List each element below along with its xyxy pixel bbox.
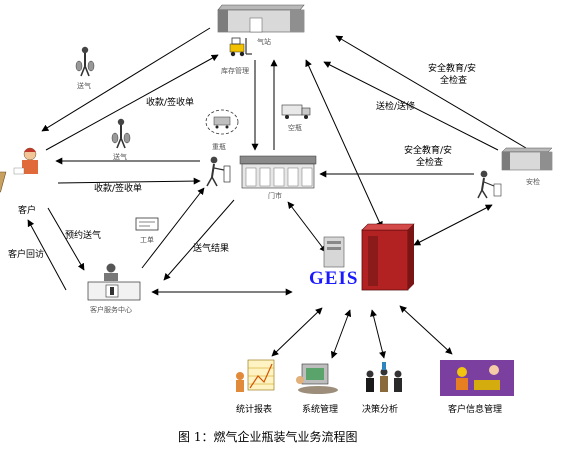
arrow-service-to-customer <box>27 219 67 291</box>
deliver-gas-mid-label: 送气 <box>113 153 127 161</box>
arrow-customer-to-delivery <box>57 177 201 185</box>
arrow-safety-to-station-mid <box>323 61 499 151</box>
safety-check-label: 安检 <box>526 178 540 186</box>
store-label: 门市 <box>268 192 282 200</box>
work-order-icon <box>135 217 159 231</box>
stats-report-label: 统计报表 <box>236 405 273 415</box>
work-order-label: 工单 <box>140 236 154 244</box>
forklift-icon <box>229 37 252 57</box>
heavy-bottles-label: 重瓶 <box>212 143 226 151</box>
arrow-safety-geis <box>413 204 493 246</box>
system-mgmt-icon <box>296 363 338 394</box>
safety-edu-top-line2: 全检查 <box>440 76 468 86</box>
truck-icon <box>281 104 311 119</box>
decision-analysis-icon <box>366 362 402 392</box>
customer-info-mgmt-icon <box>440 360 514 396</box>
server-icon <box>323 223 415 291</box>
connectors <box>27 27 527 359</box>
geis-label: GEIS <box>309 268 359 289</box>
arrow-service-to-delivery <box>141 187 205 269</box>
customer-callback-label: 客户回访 <box>8 250 45 260</box>
inventory-label: 库存管理 <box>221 67 249 75</box>
arrow-geis-stats <box>271 307 323 357</box>
bottle-cycle-icon <box>205 109 239 135</box>
safety-edu-mid-line2: 全检查 <box>416 158 444 168</box>
customer-icon <box>0 147 38 193</box>
customer-info-mgmt-label: 客户信息管理 <box>448 405 503 415</box>
safety-edu-mid-line1: 安全教育/安 <box>404 146 453 156</box>
store-icon <box>239 155 317 189</box>
arrow-geis-decision <box>370 309 386 359</box>
payment-receipt-top-label: 收款/签收单 <box>146 98 195 108</box>
gas-station-icon <box>217 4 305 33</box>
service-center-label: 客户服务中心 <box>90 306 132 314</box>
stats-report-icon <box>236 359 275 392</box>
arrow-customer-to-inventory <box>45 54 219 151</box>
gas-station-label: 气站 <box>257 38 271 46</box>
send-repair-label: 送检/送修 <box>376 102 416 112</box>
arrow-geis-system <box>330 309 352 359</box>
inspector-icon <box>477 170 502 199</box>
payment-receipt-mid-label: 收款/签收单 <box>94 184 143 194</box>
arrow-store-to-service <box>163 199 235 281</box>
safety-check-building-icon <box>501 147 553 171</box>
empty-bottles-label: 空瓶 <box>288 124 302 132</box>
gas-carrier-top-icon <box>75 46 95 77</box>
figure-caption: 图 1：燃气企业瓶装气业务流程图 <box>178 430 358 444</box>
arrow-station-geis <box>305 59 383 229</box>
decision-analysis-label: 决策分析 <box>362 405 399 415</box>
deliver-gas-top-label: 送气 <box>77 82 91 90</box>
arrow-station-to-customer <box>41 27 211 132</box>
system-mgmt-label: 系统管理 <box>302 405 339 415</box>
book-delivery-label: 预约送气 <box>65 231 102 241</box>
customer-label: 客户 <box>18 206 37 216</box>
delivery-person-icon <box>206 156 231 187</box>
arrow-geis-custinfo <box>399 305 453 355</box>
service-center-icon <box>87 263 141 301</box>
safety-edu-top-line1: 安全教育/安 <box>428 64 477 74</box>
delivery-result-label: 送气结果 <box>193 244 230 254</box>
arrow-customer-to-service <box>47 207 85 271</box>
arrow-store-geis <box>287 201 327 253</box>
gas-carrier-mid-icon <box>111 118 131 149</box>
arrow-safety-to-station-top <box>335 35 527 149</box>
